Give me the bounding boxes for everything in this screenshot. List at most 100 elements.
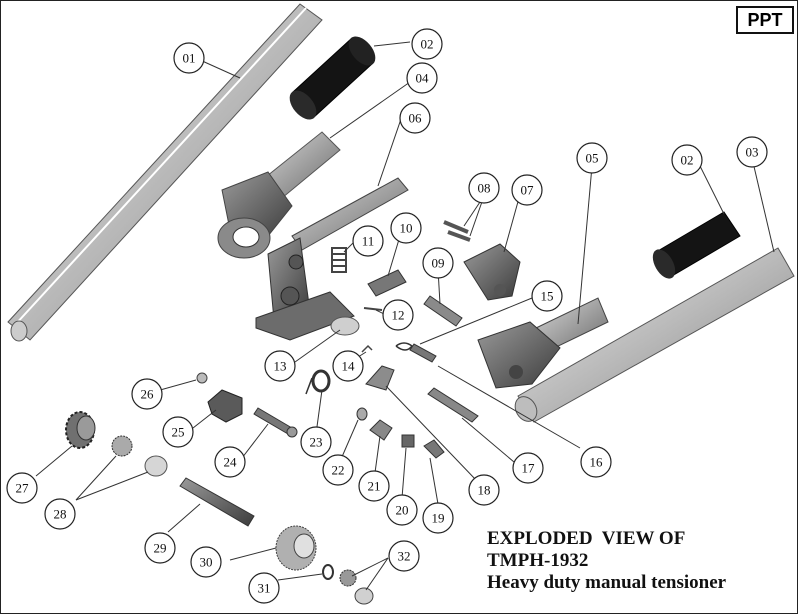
callout-11: 11: [352, 225, 384, 257]
ppt-badge: PPT: [736, 6, 794, 34]
part-08-pins: [443, 220, 471, 242]
callout-circle: [300, 426, 332, 458]
part-30-drum: [275, 525, 317, 571]
callout-circle: [6, 472, 38, 504]
callout-22: 22: [322, 454, 354, 486]
callout-number: 13: [274, 359, 287, 374]
part-04-lever-socket: [217, 131, 341, 259]
callout-circle: [576, 142, 608, 174]
callout-02: 02: [411, 28, 443, 60]
callout-circle: [190, 546, 222, 578]
callout-circle: [422, 502, 454, 534]
part-02-grip-right: [652, 211, 741, 279]
part-32-bearings: [339, 569, 374, 605]
callout-24: 24: [214, 446, 246, 478]
callout-number: 17: [522, 461, 536, 476]
callout-circle: [358, 470, 390, 502]
callout-number: 24: [224, 455, 238, 470]
caption-line-1: EXPLODED VIEW OF: [487, 528, 686, 549]
part-29-shaft: [179, 477, 255, 527]
part-12-pin: [363, 307, 383, 311]
callout-circle: [468, 172, 500, 204]
part-15-pin: [409, 343, 437, 363]
callout-circle: [144, 532, 176, 564]
callout-15: 15: [531, 280, 563, 312]
part-23-torsion-spring: [305, 369, 331, 395]
callout-circle: [422, 247, 454, 279]
callout-25: 25: [162, 416, 194, 448]
callout-04: 04: [406, 62, 438, 94]
part-22-ring: [356, 407, 368, 421]
callout-number: 29: [154, 541, 167, 556]
part-24-screw: [253, 407, 298, 438]
callout-number: 23: [310, 435, 323, 450]
callout-circle: [382, 299, 414, 331]
part-06-main-frame: [255, 177, 409, 341]
callout-circle: [399, 102, 431, 134]
callout-number: 32: [398, 549, 411, 564]
part-07-bracket: [463, 243, 521, 301]
part-05-lever-socket: [477, 297, 609, 389]
caption-line-3: Heavy duty manual tensioner: [487, 572, 727, 593]
part-03-handle-rod: [514, 247, 795, 423]
callout-number: 09: [432, 256, 445, 271]
callout-number: 27: [16, 481, 30, 496]
callout-18: 18: [468, 474, 500, 506]
part-16-bolt: [427, 387, 479, 423]
diagram-caption: EXPLODED VIEW OF TMPH-1932 Heavy duty ma…: [487, 528, 726, 594]
callout-number: 19: [432, 511, 445, 526]
callout-19: 19: [422, 502, 454, 534]
callout-16: 16: [580, 446, 612, 478]
callout-number: 06: [409, 111, 423, 126]
callout-02: 02: [671, 144, 703, 176]
callout-number: 12: [392, 308, 405, 323]
callout-08: 08: [468, 172, 500, 204]
callout-circle: [512, 452, 544, 484]
part-14-spring: [361, 344, 373, 353]
part-18-dog: [365, 365, 395, 391]
callout-number: 22: [332, 463, 345, 478]
callout-01: 01: [173, 42, 205, 74]
callout-circle: [736, 136, 768, 168]
callout-26: 26: [131, 378, 163, 410]
part-26-nut: [196, 372, 208, 384]
callout-circle: [468, 474, 500, 506]
part-10-pawl: [367, 269, 407, 297]
callout-number: 02: [681, 153, 694, 168]
callout-07: 07: [511, 174, 543, 206]
callout-circle: [411, 28, 443, 60]
part-13-washer: [330, 316, 360, 336]
callout-circle: [580, 446, 612, 478]
callout-number: 10: [400, 221, 413, 236]
callout-21: 21: [358, 470, 390, 502]
callout-number: 07: [521, 183, 535, 198]
callout-circle: [511, 174, 543, 206]
callout-32: 32: [388, 540, 420, 572]
callout-circle: [352, 225, 384, 257]
callout-number: 04: [416, 71, 430, 86]
caption-line-2: TMPH-1932: [487, 550, 589, 571]
callout-number: 28: [54, 507, 67, 522]
callout-17: 17: [512, 452, 544, 484]
callout-29: 29: [144, 532, 176, 564]
callout-number: 05: [586, 151, 599, 166]
callout-10: 10: [390, 212, 422, 244]
callout-05: 05: [576, 142, 608, 174]
part-25-block: [207, 389, 243, 423]
callout-circle: [264, 350, 296, 382]
callout-number: 02: [421, 37, 434, 52]
callout-number: 11: [362, 234, 375, 249]
part-27-gear: [65, 411, 96, 449]
callout-number: 14: [342, 359, 356, 374]
callout-number: 18: [478, 483, 491, 498]
part-21-wedge: [369, 419, 393, 441]
callout-09: 09: [422, 247, 454, 279]
callout-number: 21: [368, 479, 381, 494]
part-20-bushing: [401, 434, 415, 448]
callout-31: 31: [248, 572, 280, 604]
callout-number: 25: [172, 425, 185, 440]
part-19-pin: [423, 439, 445, 459]
